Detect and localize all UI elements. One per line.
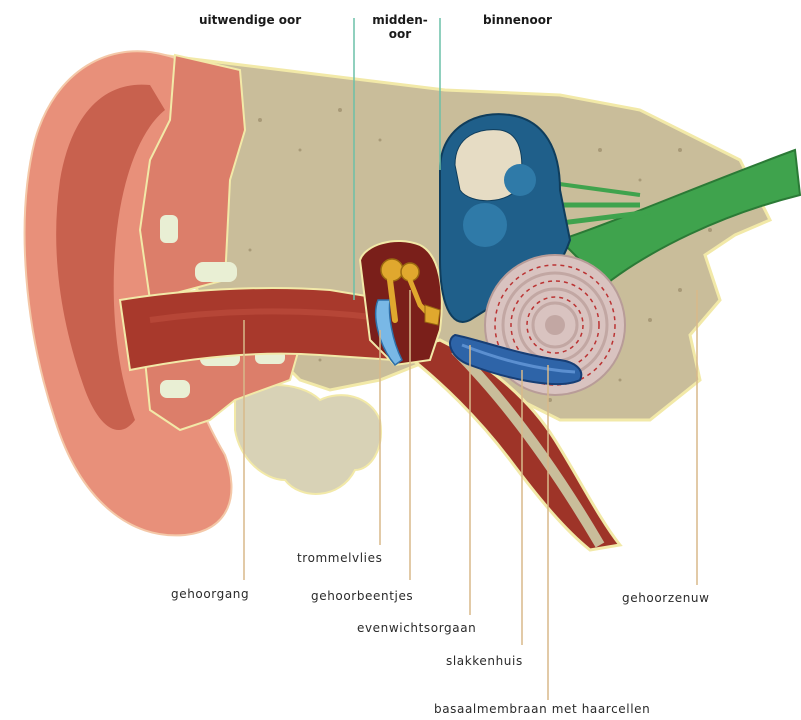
vestibule (463, 203, 507, 247)
label-ear-canal: gehoorgang (171, 587, 249, 601)
heading-inner-ear: binnenoor (483, 13, 552, 27)
cartilage-spot (195, 262, 237, 282)
heading-outer-ear: uitwendige oor (199, 13, 301, 27)
label-cochlea: slakkenhuis (446, 654, 523, 668)
cartilage-spot (160, 380, 190, 398)
heading-middle-ear-line2: oor (368, 27, 432, 41)
label-balance-organ: evenwichtsorgaan (357, 621, 476, 635)
ampulla (504, 164, 536, 196)
label-eardrum: trommelvlies (297, 551, 382, 565)
cartilage-spot (160, 215, 178, 243)
heading-middle-ear-line1: midden- (368, 13, 432, 27)
heading-middle-ear: midden- oor (368, 13, 432, 41)
label-ossicles: gehoorbeentjes (311, 589, 413, 603)
label-auditory-nerve: gehoorzenuw (622, 591, 710, 605)
label-basilar-membrane: basaalmembraan met haarcellen (434, 702, 650, 716)
mastoid-bone (235, 385, 381, 494)
